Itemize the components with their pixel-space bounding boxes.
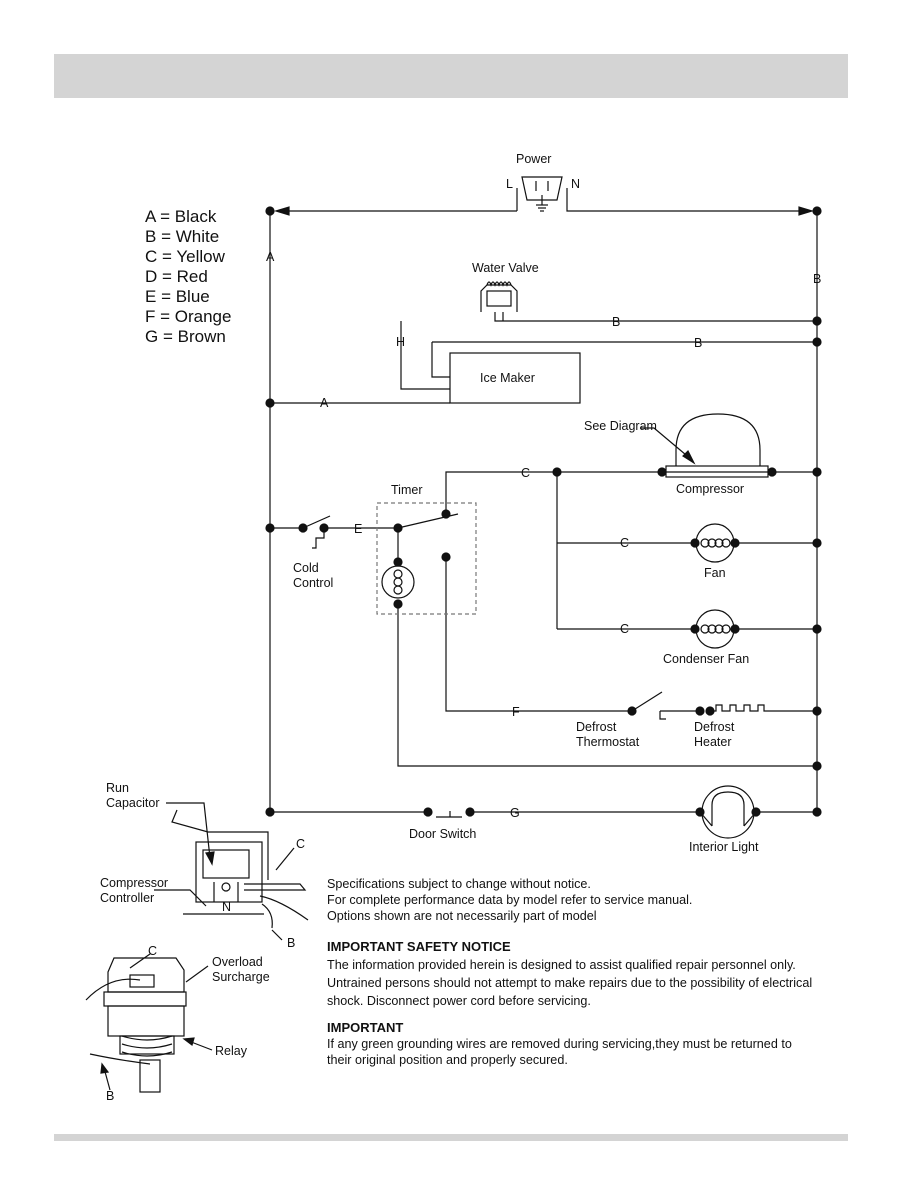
wire-letter-n-ctrl: N xyxy=(222,900,231,914)
diagram-labels: Power L N Water Valve Ice Maker See Diag… xyxy=(100,152,821,1103)
ice-maker-label: Ice Maker xyxy=(480,371,535,385)
safety-notice: IMPORTANT SAFETY NOTICE The information … xyxy=(327,938,812,1010)
timer-label: Timer xyxy=(391,483,422,497)
wire-letter-c-fan: C xyxy=(620,536,629,550)
wire-letter-a-ice: A xyxy=(320,396,329,410)
overload-label-1: Overload xyxy=(212,955,263,969)
wire-letter-f: F xyxy=(512,705,520,719)
wire-letter-c-condfan: C xyxy=(620,622,629,636)
power-l-label: L xyxy=(506,177,513,191)
overload-relay-icon xyxy=(85,953,213,1093)
run-capacitor-label-2: Capacitor xyxy=(106,796,160,810)
wire-letter-c-relay: C xyxy=(148,944,157,958)
overload-label-2: Surcharge xyxy=(212,970,270,984)
power-label: Power xyxy=(516,152,551,166)
footer-bar xyxy=(54,1134,848,1141)
condenser-fan-motor-icon xyxy=(695,609,735,649)
ice-maker-box xyxy=(449,352,581,404)
wire-letter-c-ctrl: C xyxy=(296,837,305,851)
interior-light-label: Interior Light xyxy=(689,840,759,854)
important-notice: IMPORTANT If any green grounding wires a… xyxy=(327,1020,792,1068)
defrost-heater-label-1: Defrost xyxy=(694,720,735,734)
water-valve-icon xyxy=(480,281,518,312)
important-title: IMPORTANT xyxy=(327,1020,404,1035)
safety-line: Untrained persons should not attempt to … xyxy=(327,976,813,990)
defrost-thermostat-label-2: Thermostat xyxy=(576,735,640,749)
condenser-fan-label: Condenser Fan xyxy=(663,652,749,666)
compressor-label: Compressor xyxy=(676,482,744,496)
spec-line: Options shown are not necessarily part o… xyxy=(327,909,597,923)
wire-letter-b-right: B xyxy=(813,272,821,286)
wires xyxy=(269,188,818,818)
header-bar xyxy=(54,54,848,98)
power-n-label: N xyxy=(571,177,580,191)
relay-label: Relay xyxy=(215,1044,248,1058)
wire-letter-h: H xyxy=(396,335,405,349)
wire-letter-b-relay: B xyxy=(106,1089,114,1103)
wire-letter-c-comp: C xyxy=(521,466,530,480)
run-capacitor-label-1: Run xyxy=(106,781,129,795)
safety-line: shock. Disconnect power cord before serv… xyxy=(327,994,591,1008)
legend-item: C = Yellow xyxy=(145,247,225,266)
wire-letter-b-valve: B xyxy=(612,315,620,329)
compressor-controller-label-1: Compressor xyxy=(100,876,168,890)
terminal-dots xyxy=(265,206,822,817)
safety-notice-title: IMPORTANT SAFETY NOTICE xyxy=(327,939,511,954)
door-switch-label: Door Switch xyxy=(409,827,476,841)
spec-line: Specifications subject to change without… xyxy=(327,877,591,891)
legend-item: E = Blue xyxy=(145,287,210,306)
compressor-controller-icon xyxy=(154,802,309,941)
safety-line: The information provided herein is desig… xyxy=(327,958,796,972)
wire-letter-b-ctrl: B xyxy=(287,936,295,950)
legend-item: D = Red xyxy=(145,267,208,286)
water-valve-label: Water Valve xyxy=(472,261,539,275)
legend-item: B = White xyxy=(145,227,220,246)
spec-line: For complete performance data by model r… xyxy=(327,893,693,907)
defrost-heater-label-2: Heater xyxy=(694,735,732,749)
compressor-controller-label-2: Controller xyxy=(100,891,154,905)
important-line: their original position and properly sec… xyxy=(327,1053,568,1067)
timer-box xyxy=(376,502,477,615)
compressor-icon xyxy=(640,413,769,478)
interior-light-icon xyxy=(699,785,757,839)
wire-letter-a-top: A xyxy=(266,250,275,264)
legend-item: A = Black xyxy=(145,207,217,226)
cold-control-label-1: Cold xyxy=(293,561,319,575)
timer-motor-icon xyxy=(381,565,415,599)
power-plug-icon xyxy=(521,176,563,212)
wire-color-legend: A = Black B = White C = Yellow D = Red E… xyxy=(145,207,231,347)
fan-motor-icon xyxy=(695,523,735,563)
legend-item: G = Brown xyxy=(145,327,226,346)
defrost-thermostat-label-1: Defrost xyxy=(576,720,617,734)
wire-letter-e: E xyxy=(354,522,362,536)
wire-letter-b-ice: B xyxy=(694,336,702,350)
fan-label: Fan xyxy=(704,566,726,580)
wire-letter-g: G xyxy=(510,806,520,820)
cold-control-label-2: Control xyxy=(293,576,333,590)
see-diagram-label: See Diagram xyxy=(584,419,657,433)
important-line: If any green grounding wires are removed… xyxy=(327,1037,792,1051)
spec-notes: Specifications subject to change without… xyxy=(327,876,692,924)
legend-item: F = Orange xyxy=(145,307,232,326)
